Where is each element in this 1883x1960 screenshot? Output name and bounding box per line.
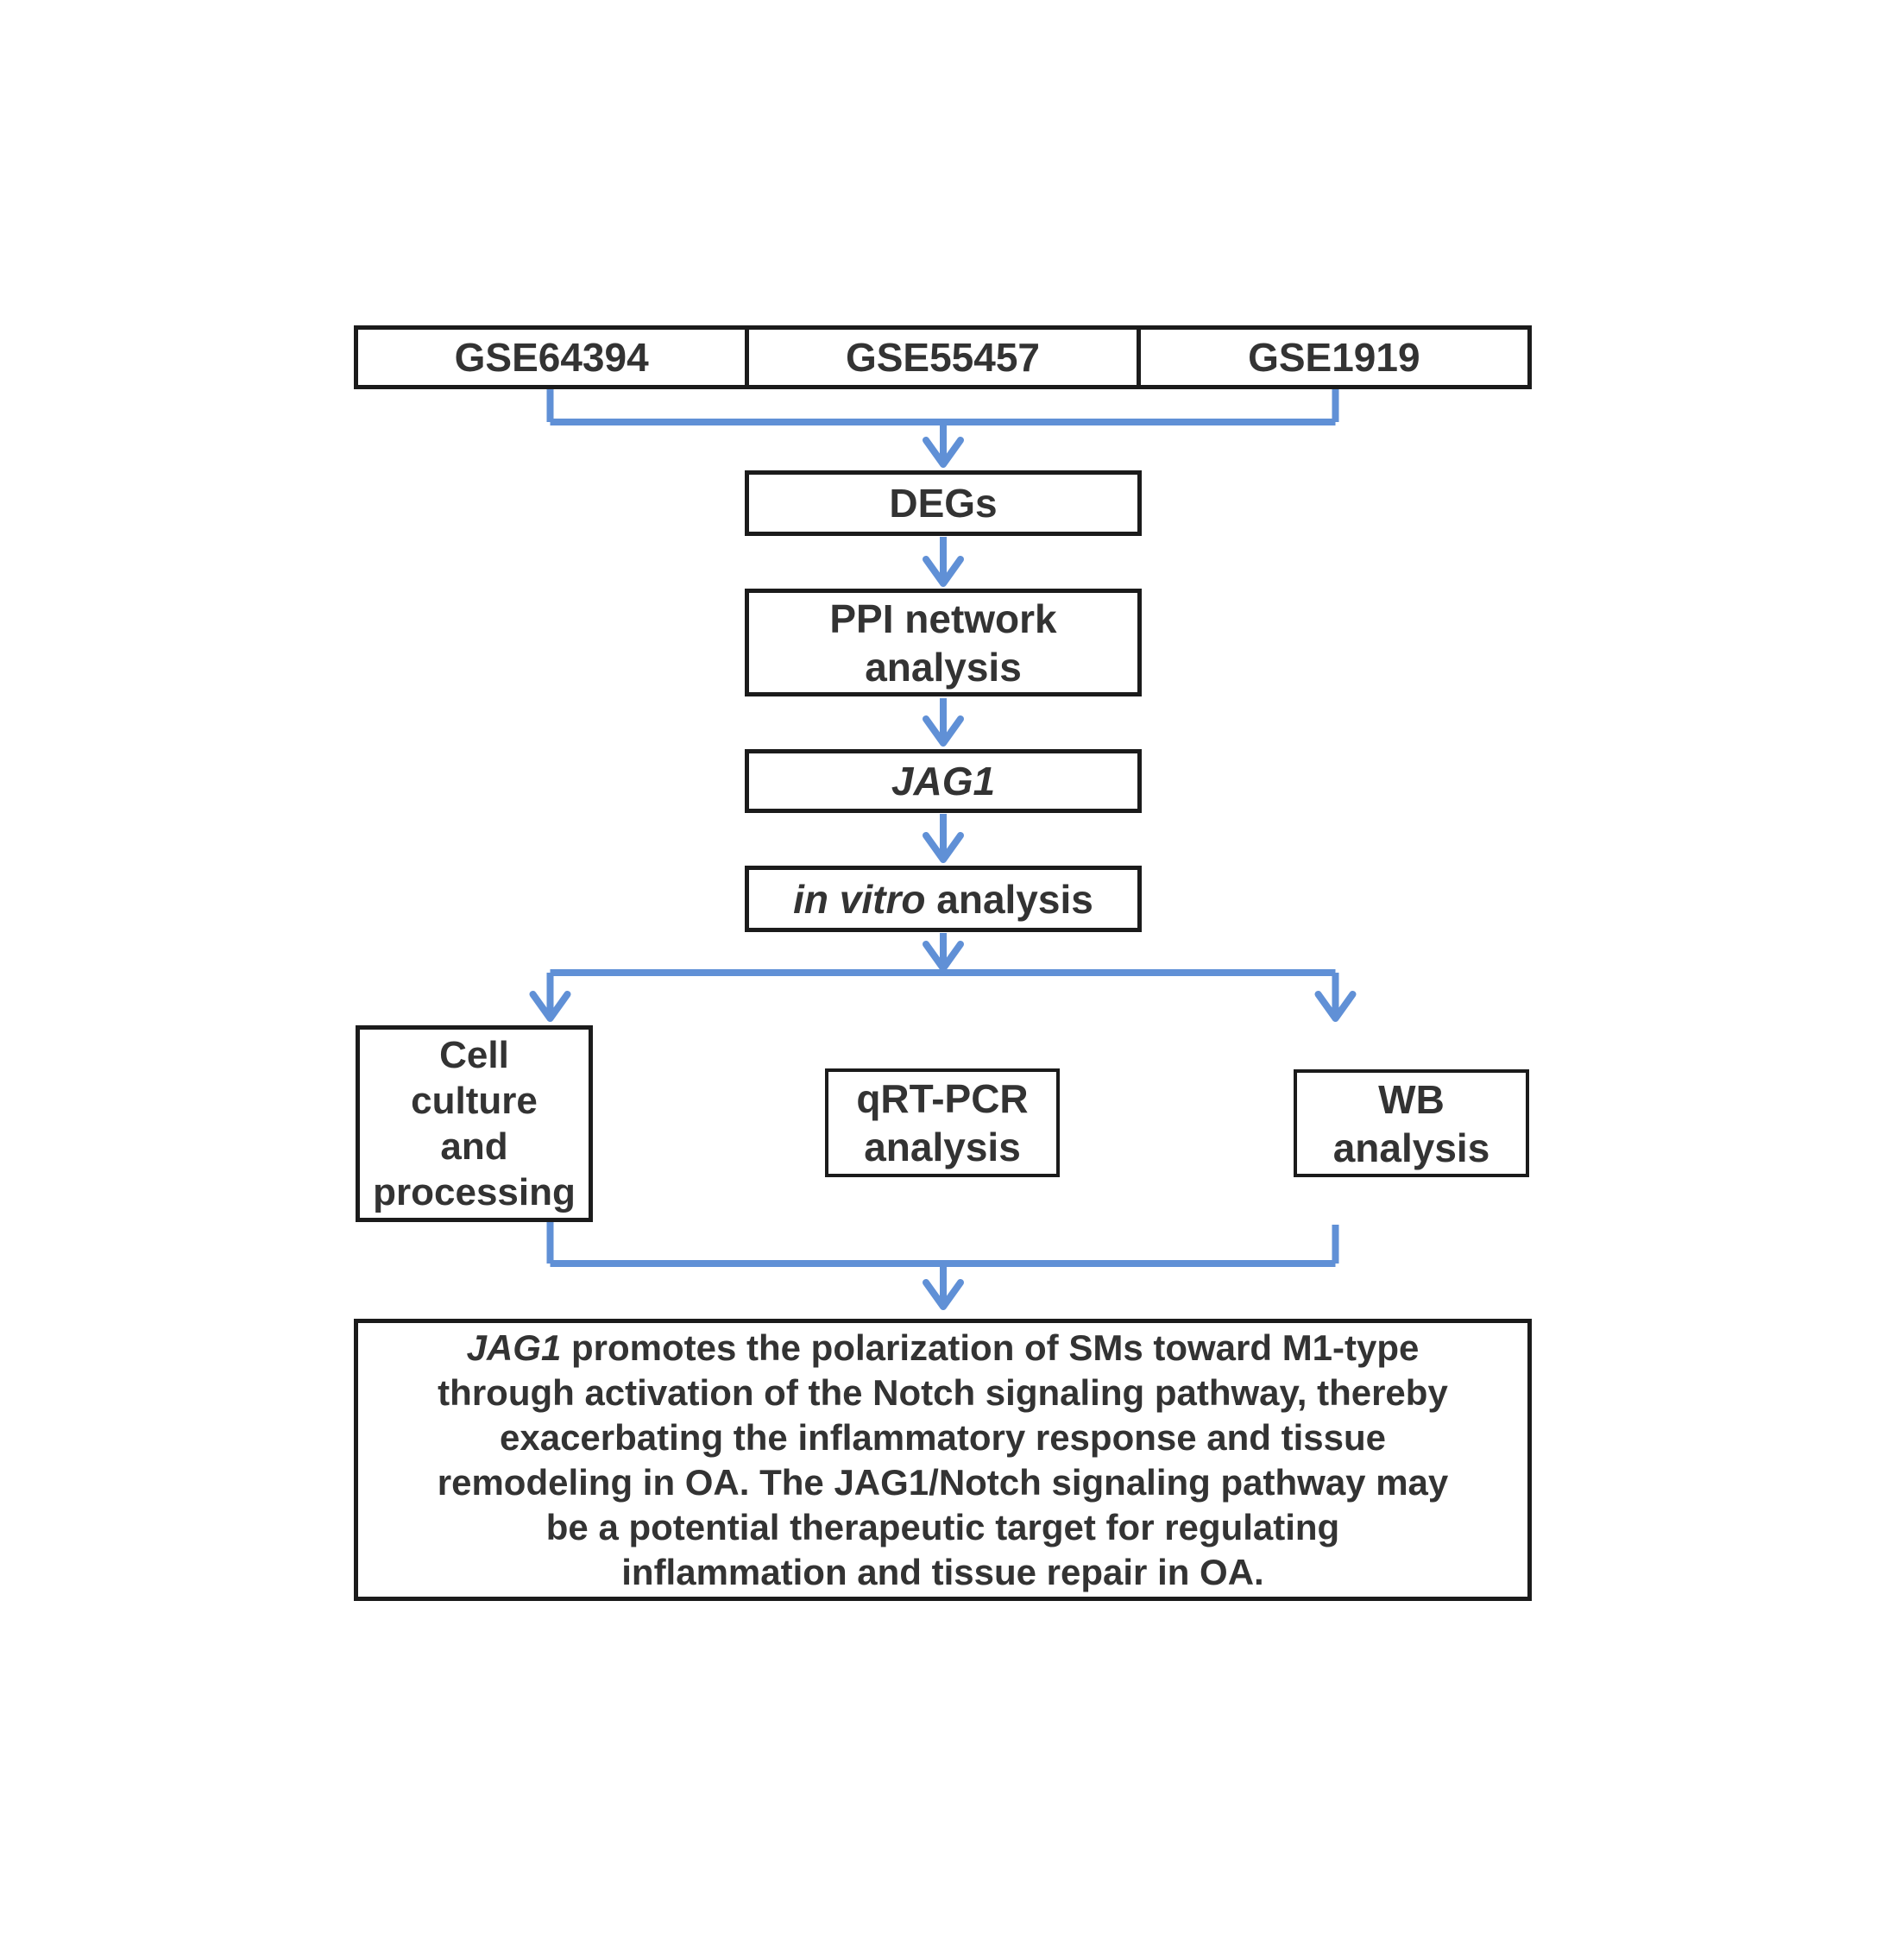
jag1-label: JAG1 [891,759,996,804]
ppi-label-line2: analysis [865,644,1022,690]
dataset-row: GSE64394 GSE55457 GSE1919 [354,325,1532,389]
invitro-box: in vitro analysis [745,866,1142,932]
cell-culture-line2: culture [411,1080,538,1122]
ppi-label-line1: PPI network [829,596,1057,641]
ppi-box: PPI network analysis [745,589,1142,696]
dataset-box-gse1919: GSE1919 [1136,330,1527,385]
qrtpcr-box: qRT-PCR analysis [825,1068,1060,1177]
invitro-label-italic: in vitro [793,876,926,922]
conclusion-line5: be a potential therapeutic target for re… [545,1506,1340,1547]
conclusion-line1-rest: promotes the polarization of SMs toward … [561,1327,1420,1368]
wb-box: WB analysis [1294,1069,1529,1177]
cell-culture-line4: processing [373,1171,576,1213]
conclusion-line3: exacerbating the inflammatory response a… [500,1416,1386,1458]
degs-box: DEGs [745,470,1142,536]
conclusion-line1: JAG1 promotes the polarization of SMs to… [467,1326,1420,1371]
conclusion-line4: remodeling in OA. The JAG1/Notch signali… [437,1461,1449,1503]
qrtpcr-label-line2: analysis [864,1125,1021,1169]
dataset-box-gse55457: GSE55457 [745,330,1136,385]
conclusion-box: JAG1 promotes the polarization of SMs to… [354,1319,1532,1601]
dataset-label: GSE64394 [454,335,649,380]
invitro-label: in vitro analysis [793,875,1093,923]
invitro-label-rest: analysis [925,876,1093,922]
dataset-box-gse64394: GSE64394 [358,330,745,385]
cell-culture-box: Cell culture and processing [356,1025,593,1222]
jag1-box: JAG1 [745,749,1142,813]
dataset-label: GSE1919 [1248,335,1420,380]
conclusion-jag1-italic: JAG1 [466,1327,562,1368]
cell-culture-line3: and [440,1125,508,1168]
wb-label-line1: WB [1378,1076,1445,1122]
wb-label-line2: analysis [1332,1125,1490,1170]
cell-culture-line1: Cell [439,1034,509,1076]
dataset-label: GSE55457 [845,335,1041,380]
conclusion-line6: inflammation and tissue repair in OA. [621,1551,1264,1592]
qrtpcr-label-line1: qRT-PCR [856,1076,1029,1121]
conclusion-line2: through activation of the Notch signalin… [438,1371,1448,1413]
degs-label: DEGs [889,481,998,526]
